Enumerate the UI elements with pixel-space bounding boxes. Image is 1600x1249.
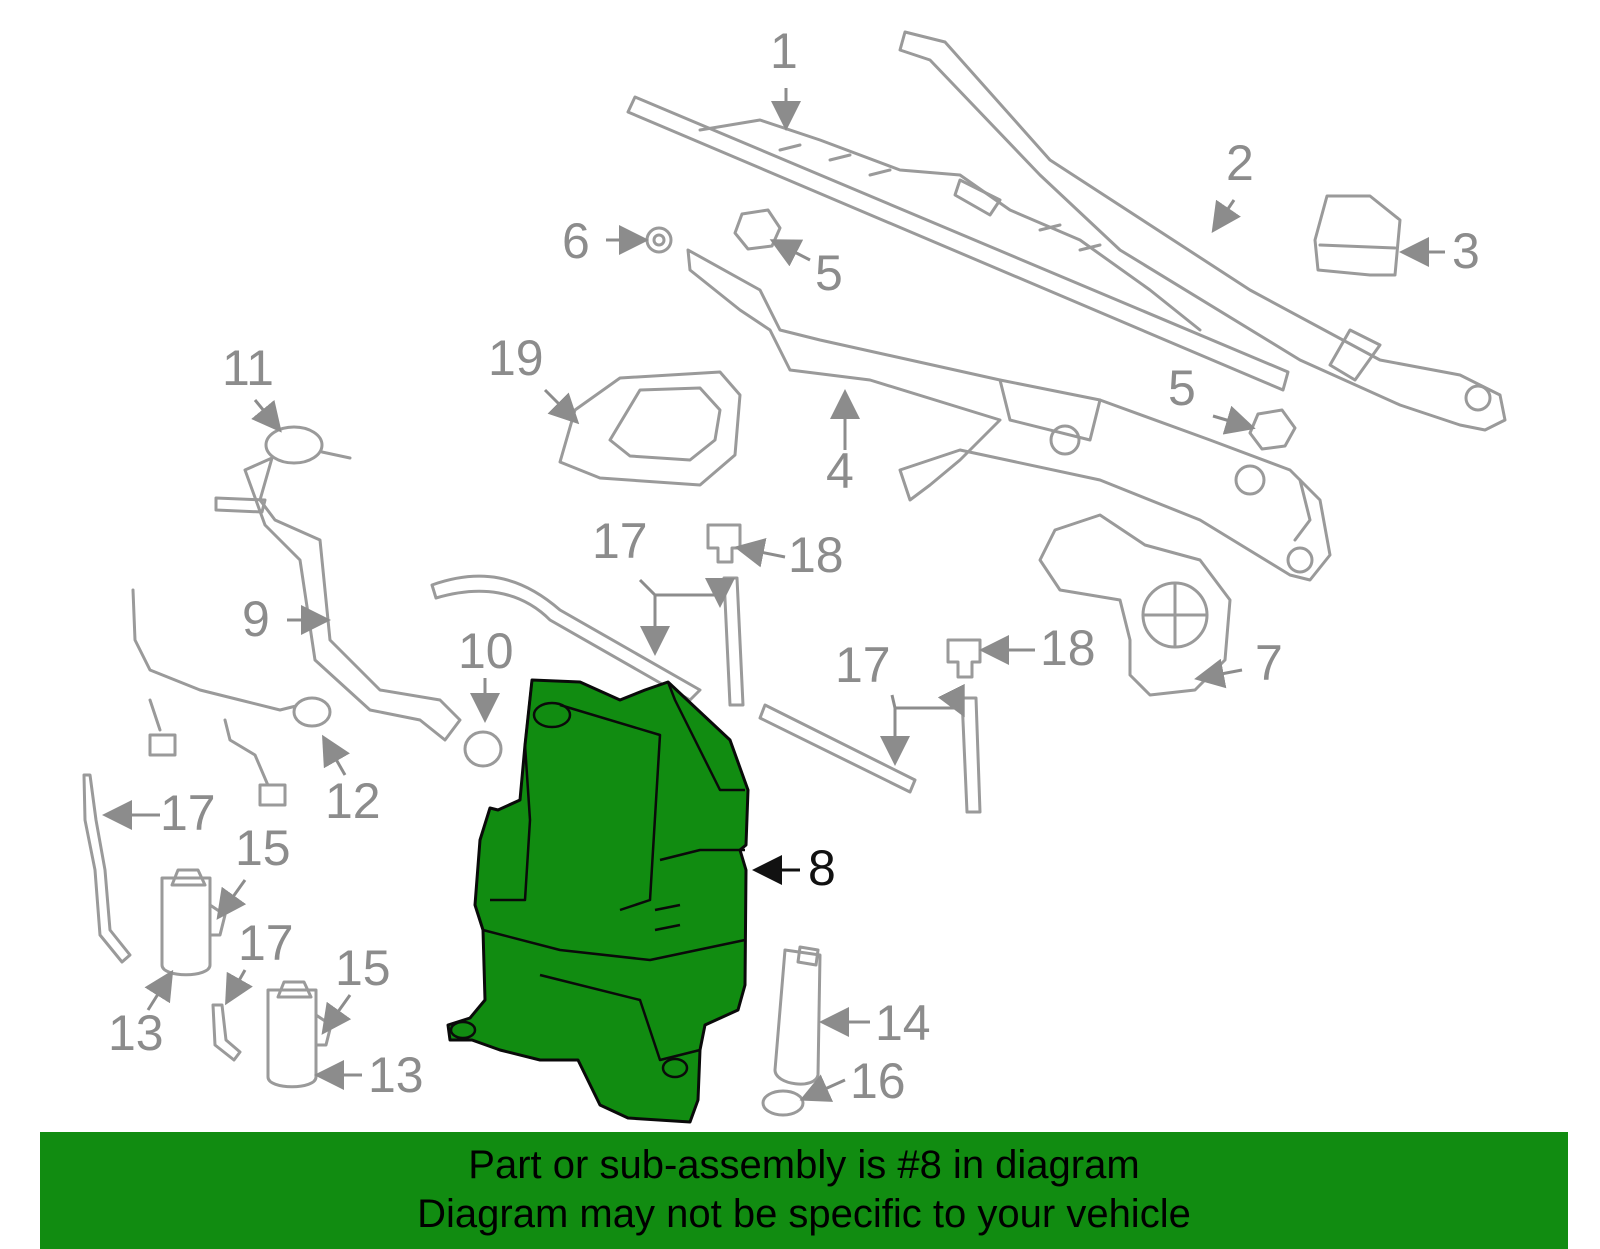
- callout-19: 19: [488, 330, 544, 386]
- callout-2: 2: [1226, 135, 1254, 191]
- callout-10: 10: [458, 623, 514, 679]
- callout-6: 6: [562, 213, 590, 269]
- filler-cap-part: [463, 730, 503, 768]
- nozzle-part-lower: [946, 638, 982, 679]
- wiper-motor-part: [1038, 513, 1232, 697]
- callout-17-upper: 17: [592, 513, 648, 569]
- callout-8: 8: [808, 840, 836, 896]
- seal-ring-part: [761, 1089, 805, 1117]
- callout-17-lower: 17: [238, 915, 294, 971]
- filler-neck-part: [214, 425, 462, 742]
- hose-part-left: [82, 773, 132, 964]
- callout-16: 16: [850, 1053, 906, 1109]
- washer-pump-part-right: [773, 945, 822, 1086]
- hose-part-vertical-lower: [960, 696, 982, 814]
- callout-15-lower: 15: [335, 940, 391, 996]
- nut-part: [645, 226, 673, 254]
- hose-part-vertical-upper: [722, 576, 745, 707]
- hose-part-small: [211, 1003, 242, 1062]
- callout-4: 4: [826, 443, 854, 499]
- hose-part-middle: [758, 703, 917, 794]
- leader-lines: [102, 88, 1445, 1102]
- callout-5-lower: 5: [1168, 360, 1196, 416]
- callout-9: 9: [242, 591, 270, 647]
- callout-15-upper: 15: [235, 820, 291, 876]
- callout-13-lower: 13: [368, 1047, 424, 1103]
- wiper-linkage-part: [686, 248, 1332, 582]
- banner-line-1: Part or sub-assembly is #8 in diagram: [468, 1143, 1140, 1187]
- grommet-part-lower: [1248, 408, 1297, 451]
- callout-5-upper: 5: [815, 245, 843, 301]
- callout-13-upper: 13: [108, 1005, 164, 1061]
- hose-part-upper: [430, 574, 702, 702]
- washer-reservoir-part: [446, 678, 750, 1124]
- banner-line-2: Diagram may not be specific to your vehi…: [417, 1192, 1191, 1236]
- callout-18-lower: 18: [1040, 620, 1096, 676]
- wiper-blade-part: [626, 95, 1290, 392]
- callout-7: 7: [1255, 635, 1283, 691]
- wiper-arm-part: [898, 30, 1507, 432]
- arm-cap-part: [1313, 194, 1402, 277]
- callout-14: 14: [875, 995, 931, 1051]
- grommet-part-upper: [733, 208, 782, 251]
- callout-17-middle: 17: [835, 637, 891, 693]
- callout-17-left: 17: [160, 785, 216, 841]
- washer-pump-part-lower: [266, 980, 333, 1089]
- nozzle-part-upper: [706, 523, 742, 564]
- info-banner: Part or sub-assembly is #8 in diagram Di…: [40, 1132, 1568, 1249]
- callout-18-upper: 18: [788, 527, 844, 583]
- callout-3: 3: [1452, 223, 1480, 279]
- washer-pump-part-upper: [160, 868, 227, 977]
- callout-1: 1: [770, 23, 798, 79]
- cover-panel-part: [558, 370, 742, 487]
- callout-12: 12: [325, 773, 381, 829]
- wiring-harness-part: [131, 588, 332, 807]
- callout-11: 11: [222, 340, 274, 396]
